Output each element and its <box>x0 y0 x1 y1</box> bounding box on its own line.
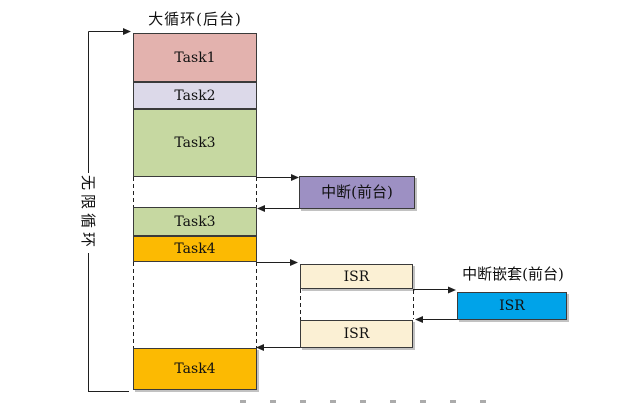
infinite-loop-label: 无限循环 <box>79 174 97 251</box>
isr-box-1: ISR <box>300 264 413 289</box>
task2-box: Task2 <box>133 82 257 109</box>
task4-box: Task4 <box>133 236 257 262</box>
caption-top-edge <box>240 400 500 403</box>
interrupt-return-arrow <box>257 205 299 212</box>
nested-isr-entry-arrow <box>413 286 456 294</box>
task4-box-2: Task4 <box>133 348 257 390</box>
nested-isr-box: ISR <box>457 292 567 320</box>
task3-box: Task3 <box>133 109 257 177</box>
isr-box-2: ISR <box>300 320 413 348</box>
background-loop-title: 大循环(后台) <box>148 10 242 28</box>
isr1-entry-arrow <box>257 259 298 266</box>
column-gap-2 <box>133 262 257 348</box>
interrupt-entry-arrow <box>257 174 299 181</box>
task1-box: Task1 <box>133 33 257 82</box>
nested-interrupt-title: 中断嵌套(前台) <box>462 265 564 283</box>
column-gap-1 <box>133 177 257 207</box>
task3-box-2: Task3 <box>133 207 257 236</box>
interrupt-box: 中断(前台) <box>299 176 415 209</box>
isr2-return-arrow <box>256 344 300 351</box>
nested-isr-return-arrow <box>415 316 457 323</box>
